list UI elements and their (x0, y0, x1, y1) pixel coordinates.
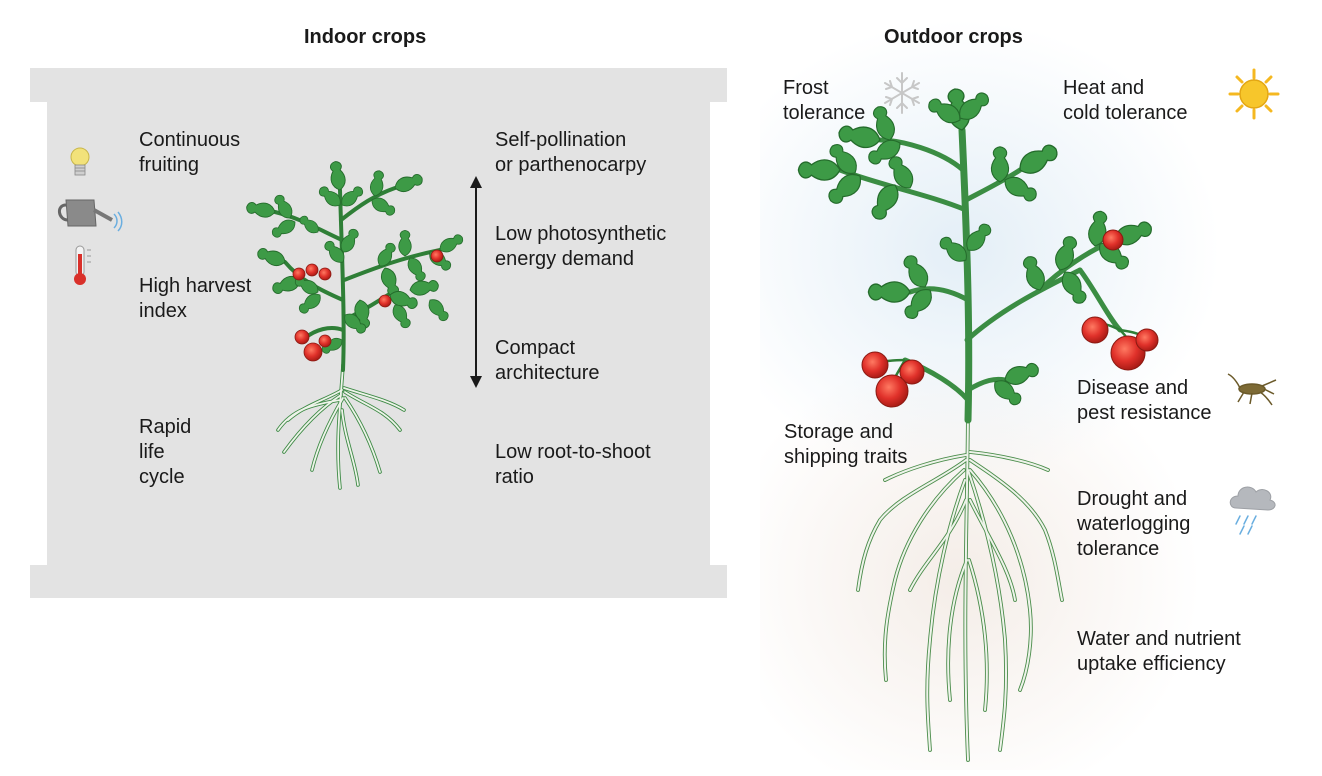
trait-low-photosynthetic-demand: Low photosynthetic energy demand (495, 223, 667, 270)
snowflake-icon (884, 72, 920, 114)
trait-drought-waterlogging: Drought and waterlogging tolerance (1077, 488, 1191, 560)
trait-rapid-life-cycle: Rapid life cycle (139, 416, 192, 488)
indoor-title: Indoor crops (304, 26, 427, 48)
insect-icon (1227, 373, 1277, 406)
trait-compact-architecture: Compact architecture (495, 337, 600, 384)
indoor-plant (244, 159, 466, 490)
trait-frost-tolerance: Frost tolerance (783, 77, 866, 124)
trait-heat-cold-tolerance: Heat and cold tolerance (1063, 77, 1188, 124)
outdoor-plant (797, 86, 1159, 762)
rain-cloud-icon (1229, 486, 1276, 535)
trait-water-nutrient-uptake: Water and nutrient uptake efficiency (1077, 628, 1241, 675)
watering-can-icon (58, 199, 123, 232)
lightbulb-icon (70, 147, 90, 176)
outdoor-title: Outdoor crops (884, 26, 1023, 48)
trait-continuous-fruiting: Continuous fruiting (139, 129, 241, 176)
trait-self-pollination: Self-pollination or parthenocarpy (495, 129, 647, 176)
trait-disease-pest: Disease and pest resistance (1077, 377, 1212, 424)
trait-low-root-to-shoot: Low root-to-shoot ratio (495, 441, 651, 488)
trait-storage-shipping: Storage and shipping traits (784, 421, 908, 468)
sun-icon (1228, 68, 1280, 120)
trait-high-harvest-index: High harvest index (139, 275, 252, 322)
outdoor-background (760, 20, 1320, 770)
thermometer-icon (74, 245, 91, 285)
compact-arrow (470, 176, 482, 388)
